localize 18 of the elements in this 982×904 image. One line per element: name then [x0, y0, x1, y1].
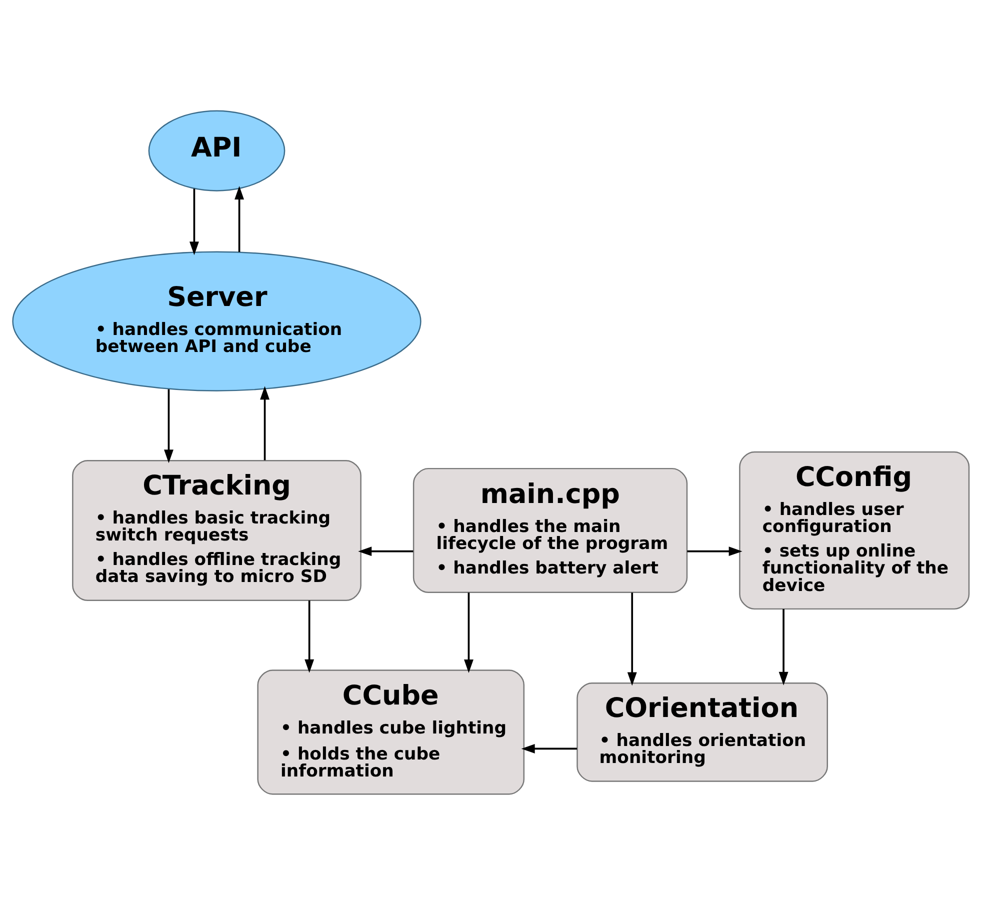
arrow	[778, 608, 788, 685]
arrow	[304, 600, 314, 672]
node-ellipse: Server • handles communication between API and cube	[12, 250, 422, 391]
arrow	[164, 388, 174, 463]
arrow	[687, 546, 742, 556]
node-box: CTracking • handles basic tracking switch requests • handles offline tracking data saving to micro SD	[72, 459, 362, 600]
arrow	[189, 188, 199, 255]
arrow	[358, 546, 414, 556]
node-ellipse: API	[148, 110, 286, 191]
arrow	[260, 386, 270, 460]
node-box: main.cpp • handles the main lifecycle of the program • handles battery alert	[412, 467, 688, 592]
node-box: CCube • handles cube lighting • holds the cube information	[257, 669, 525, 794]
node-box: COrientation • handles orientation monitoring	[576, 682, 828, 782]
arrow	[521, 744, 577, 753]
arrow	[464, 592, 474, 672]
arrow	[234, 186, 244, 252]
arrow	[627, 592, 637, 686]
node-box: CConfig • handles user configuration • sets up online functionality of the device	[739, 450, 970, 610]
